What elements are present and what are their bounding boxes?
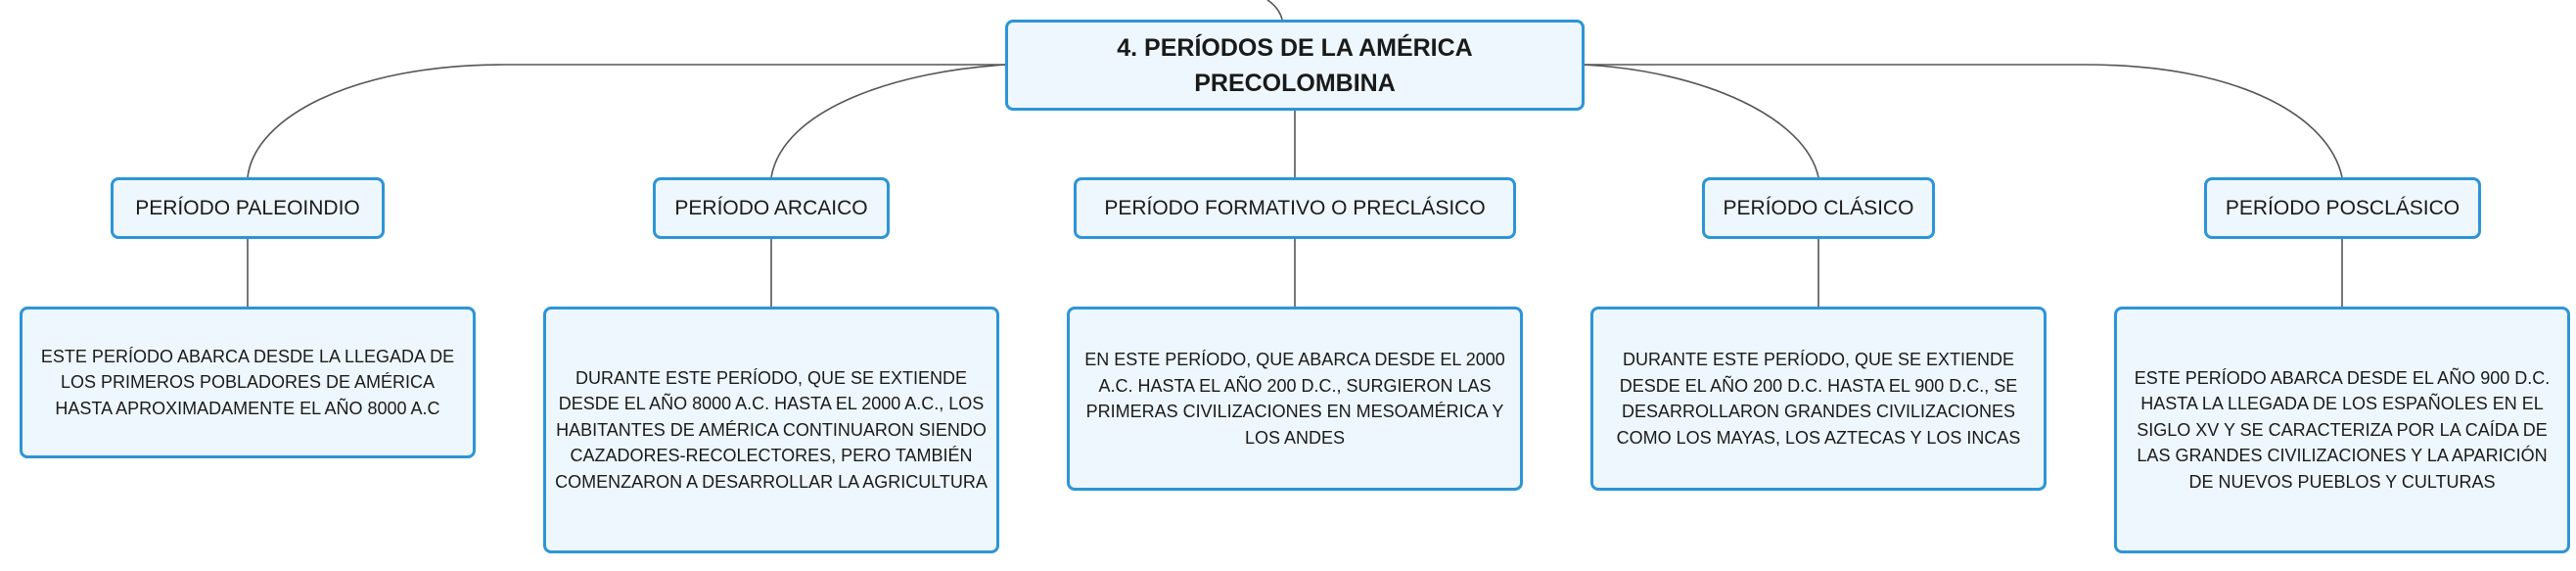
period-label: PERÍODO PALEOINDIO	[135, 196, 360, 219]
connector-root-posclasico	[1583, 64, 2343, 178]
period-node-posclasico[interactable]: PERÍODO POSCLÁSICO	[2204, 177, 2481, 239]
description-node-paleoindio[interactable]: ESTE PERÍODO ABARCA DESDE LA LLEGADA DE …	[20, 307, 476, 458]
connector-root-paleoindio	[247, 64, 1007, 178]
connector-root-arcaico	[770, 64, 1008, 178]
description-text: ESTE PERÍODO ABARCA DESDE EL AÑO 900 D.C…	[2134, 367, 2551, 492]
period-label: PERÍODO ARCAICO	[674, 196, 868, 219]
parent-connector	[1266, 0, 1283, 21]
description-text: DURANTE ESTE PERÍODO, QUE SE EXTIENDE DE…	[1616, 350, 2021, 448]
description-node-clasico[interactable]: DURANTE ESTE PERÍODO, QUE SE EXTIENDE DE…	[1590, 307, 2047, 491]
period-node-arcaico[interactable]: PERÍODO ARCAICO	[653, 177, 890, 239]
period-label: PERÍODO POSCLÁSICO	[2225, 196, 2461, 219]
root-title: 4. PERÍODOS DE LA AMÉRICA PRECOLOMBINA	[1117, 33, 1473, 97]
description-node-formativo[interactable]: EN ESTE PERÍODO, QUE ABARCA DESDE EL 200…	[1067, 307, 1523, 491]
description-node-posclasico[interactable]: ESTE PERÍODO ABARCA DESDE EL AÑO 900 D.C…	[2114, 307, 2570, 553]
connector-root-clasico	[1582, 64, 1819, 178]
period-label: PERÍODO CLÁSICO	[1723, 196, 1914, 219]
description-text: DURANTE ESTE PERÍODO, QUE SE EXTIENDE DE…	[555, 367, 988, 492]
period-node-formativo[interactable]: PERÍODO FORMATIVO O PRECLÁSICO	[1074, 177, 1516, 239]
description-text: ESTE PERÍODO ABARCA DESDE LA LLEGADA DE …	[40, 346, 455, 418]
description-text: EN ESTE PERÍODO, QUE ABARCA DESDE EL 200…	[1084, 350, 1505, 448]
period-label: PERÍODO FORMATIVO O PRECLÁSICO	[1104, 196, 1486, 219]
description-node-arcaico[interactable]: DURANTE ESTE PERÍODO, QUE SE EXTIENDE DE…	[543, 307, 999, 553]
period-node-clasico[interactable]: PERÍODO CLÁSICO	[1702, 177, 1935, 239]
period-node-paleoindio[interactable]: PERÍODO PALEOINDIO	[111, 177, 385, 239]
root-node[interactable]: 4. PERÍODOS DE LA AMÉRICA PRECOLOMBINA	[1005, 20, 1585, 111]
